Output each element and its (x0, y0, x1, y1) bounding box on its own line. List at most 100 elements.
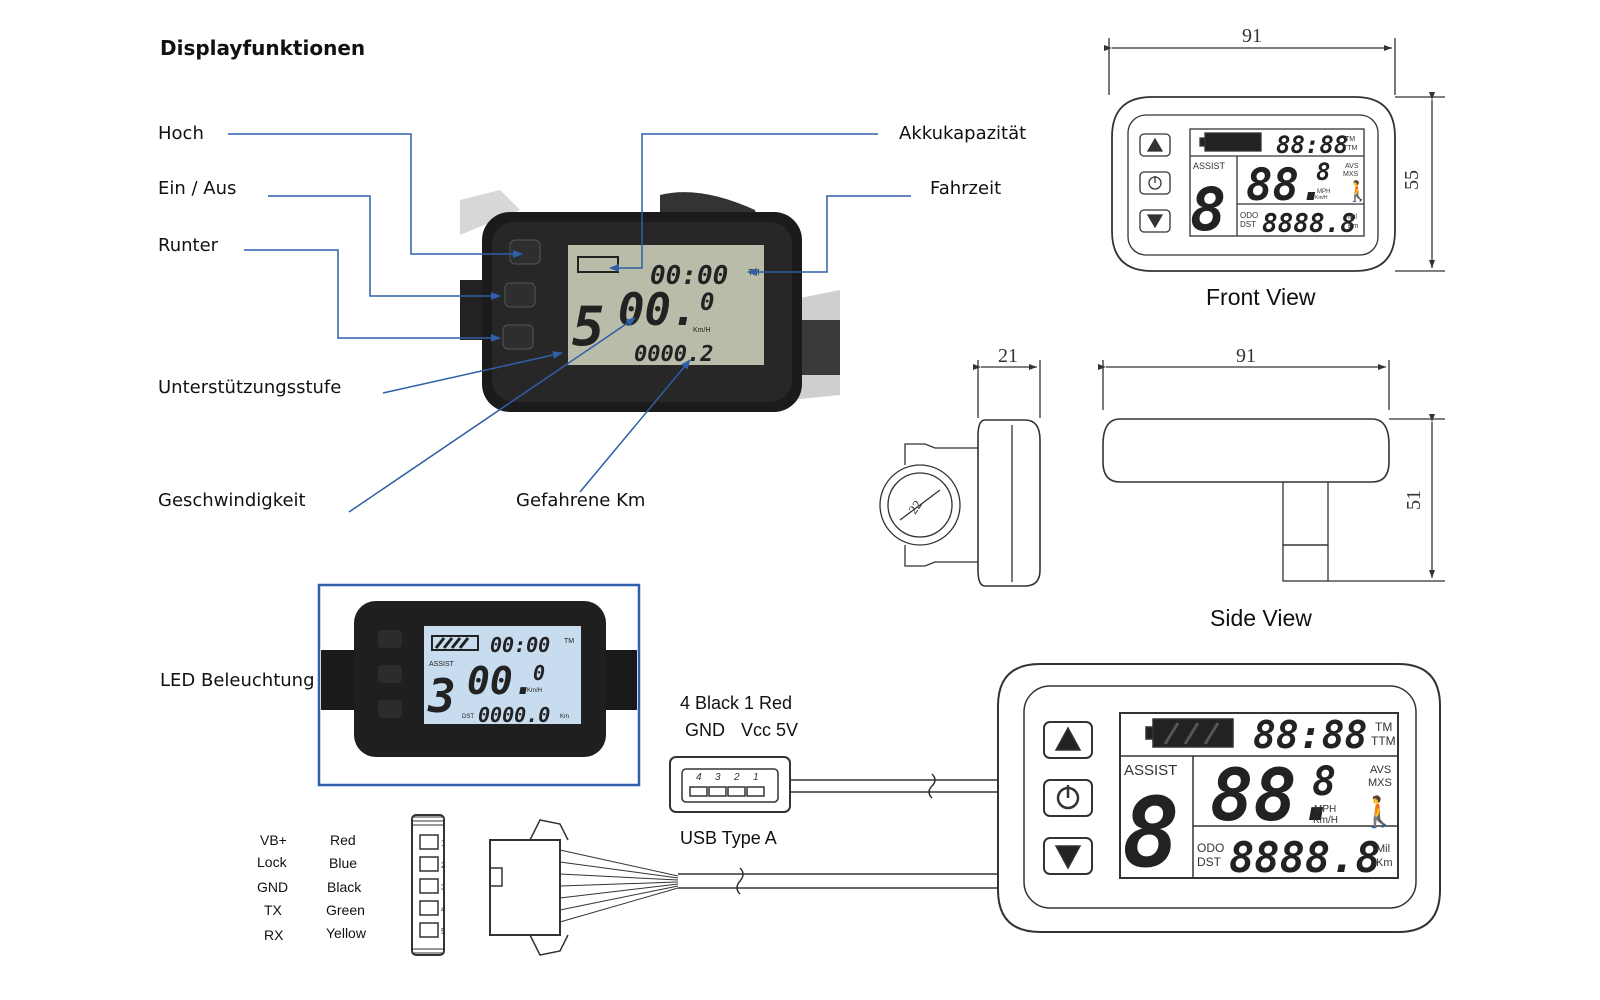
photo-lcd-screen (568, 245, 764, 365)
callout-line-speed (348, 317, 636, 513)
backlit-assist-label: ASSIST (429, 661, 455, 668)
conn-pin-4: 4 (441, 905, 446, 914)
side-height-dim: 51 (1403, 490, 1425, 510)
usb-pin-3: 3 (715, 772, 721, 783)
large-ttm: TTM (1371, 734, 1396, 748)
front-view-texts: 91 55 88:88 TM TTM ASSIST 8 88. 8 AVS MX… (1190, 25, 1423, 245)
pin-color-4: Green (326, 902, 365, 918)
conn-pin-2: 2 (441, 861, 446, 870)
usb-wire-colors-label: 4 Black 1 Red (680, 693, 793, 713)
backlit-distance: 0000.0 (478, 703, 550, 727)
front-walk-icon: 🚶 (1345, 179, 1370, 203)
front-kmh: Km/H (1315, 195, 1328, 201)
front-dst: DST (1240, 220, 1256, 229)
backlit-time: 00:00 (490, 633, 550, 657)
large-assist-label: ASSIST (1124, 762, 1177, 779)
large-display-texts: 88:88 TM TTM ASSIST 8 88. 8 AVS MXS MPH … (441, 713, 1397, 936)
front-ttm: TTM (1343, 145, 1358, 152)
callout-line-up (228, 133, 523, 258)
callout-speed-label: Geschwindigkeit (158, 490, 306, 511)
side-view-drawing (879, 360, 1445, 587)
side-width-dim: 91 (1236, 345, 1256, 367)
side-view-label: Side View (1210, 605, 1312, 631)
backlit-time-unit: TM (564, 638, 574, 645)
callout-line-distance (579, 359, 691, 493)
callout-ridetime-label: Fahrzeit (930, 178, 1002, 199)
display-photo: 00:00 TM 00. 0 Km/H 5 0000.2 (460, 190, 840, 412)
front-view-drawing (1104, 38, 1445, 272)
large-time: 88:88 (1253, 713, 1367, 757)
backlit-speed-unit: Km/H (527, 688, 542, 694)
front-odo: ODO (1240, 211, 1258, 220)
usb-pin-2: 2 (733, 772, 740, 783)
callout-line-ridetime (747, 195, 911, 276)
large-avs: AVS (1370, 764, 1391, 776)
pin-signal-1: VB+ (260, 832, 287, 848)
large-down-arrow-icon (1054, 845, 1082, 870)
front-km: Km (1348, 223, 1359, 230)
backlit-speed: 00. (467, 659, 536, 703)
front-assist-digit: 8 (1190, 175, 1226, 245)
large-assist-digit: 8 (1122, 777, 1180, 889)
large-display-drawing (411, 663, 1441, 956)
pin-signal-2: Lock (257, 854, 287, 870)
large-speed-decimal: 8 (1312, 759, 1336, 805)
front-time: 88:88 (1276, 131, 1348, 159)
front-speed-decimal: 8 (1316, 158, 1330, 186)
usb-gnd-label: GND (685, 720, 725, 740)
conn-pin-3: 3 (441, 883, 446, 892)
photo-assist-digit: 5 (572, 295, 605, 358)
pin-color-1: Red (330, 832, 356, 848)
usb-type-label: USB Type A (680, 828, 777, 848)
backlit-distance-unit: Km (560, 714, 569, 720)
usb-vcc-label: Vcc 5V (741, 720, 799, 740)
front-avs: AVS (1345, 163, 1359, 170)
backlit-display-photo: 00:00 TM ASSIST 3 00. 0 Km/H DST 0000.0 … (317, 583, 641, 787)
large-odo: ODO (1197, 841, 1224, 855)
large-mxs: MXS (1368, 777, 1392, 789)
backlit-assist-digit: 3 (427, 669, 456, 723)
side-depth-dim: 21 (998, 345, 1018, 367)
page-title: Displayfunktionen (160, 36, 366, 60)
large-mil: Mil (1376, 843, 1390, 855)
usb-pin-4: 4 (696, 772, 702, 783)
callout-line-battery (609, 133, 878, 272)
callout-line-assist (382, 351, 563, 394)
backlit-speed-decimal: 0 (533, 661, 545, 685)
callout-distance-label: Gefahrene Km (516, 490, 646, 511)
front-mph: MPH (1317, 189, 1330, 195)
photo-time: 00:00 (650, 261, 728, 291)
conn-pin-5: 5 (441, 927, 446, 936)
large-dst: DST (1197, 855, 1222, 869)
front-tm: TM (1345, 136, 1355, 143)
pin-signal-5: RX (264, 927, 284, 943)
pin-color-3: Black (327, 879, 362, 895)
side-view-texts: 21 91 51 22 (905, 345, 1425, 517)
large-up-arrow-icon (1054, 726, 1082, 751)
callout-line-down (244, 249, 501, 342)
large-distance: 8888.8 (1229, 833, 1381, 882)
usb-pin-1: 1 (753, 772, 759, 783)
large-kmh: Km/H (1313, 815, 1338, 826)
large-speed: 88. (1210, 753, 1340, 837)
callout-lines (228, 133, 911, 513)
photo-speed-decimal: 0 (700, 288, 714, 316)
large-km: Km (1376, 857, 1393, 869)
photo-speed-unit: Km/H (693, 327, 711, 334)
conn-pin-1: 1 (441, 839, 446, 848)
backlit-dst-label: DST (462, 714, 474, 720)
front-mil: Mil (1348, 214, 1357, 221)
callout-battery-label: Akkukapazität (899, 123, 1027, 144)
front-speed: 88. (1246, 160, 1325, 211)
callout-backlight-label: LED Beleuchtung (160, 670, 315, 691)
callout-up-label: Hoch (158, 123, 204, 144)
front-assist-label: ASSIST (1193, 161, 1226, 171)
callout-power-label: Ein / Aus (158, 178, 237, 199)
front-mxs: MXS (1343, 171, 1359, 178)
large-tm: TM (1375, 720, 1392, 734)
front-distance: 8888.8 (1262, 209, 1356, 239)
pin-signal-4: TX (264, 902, 282, 918)
front-height-dim: 55 (1401, 170, 1423, 190)
callout-assist-label: Unterstützungsstufe (158, 377, 342, 398)
